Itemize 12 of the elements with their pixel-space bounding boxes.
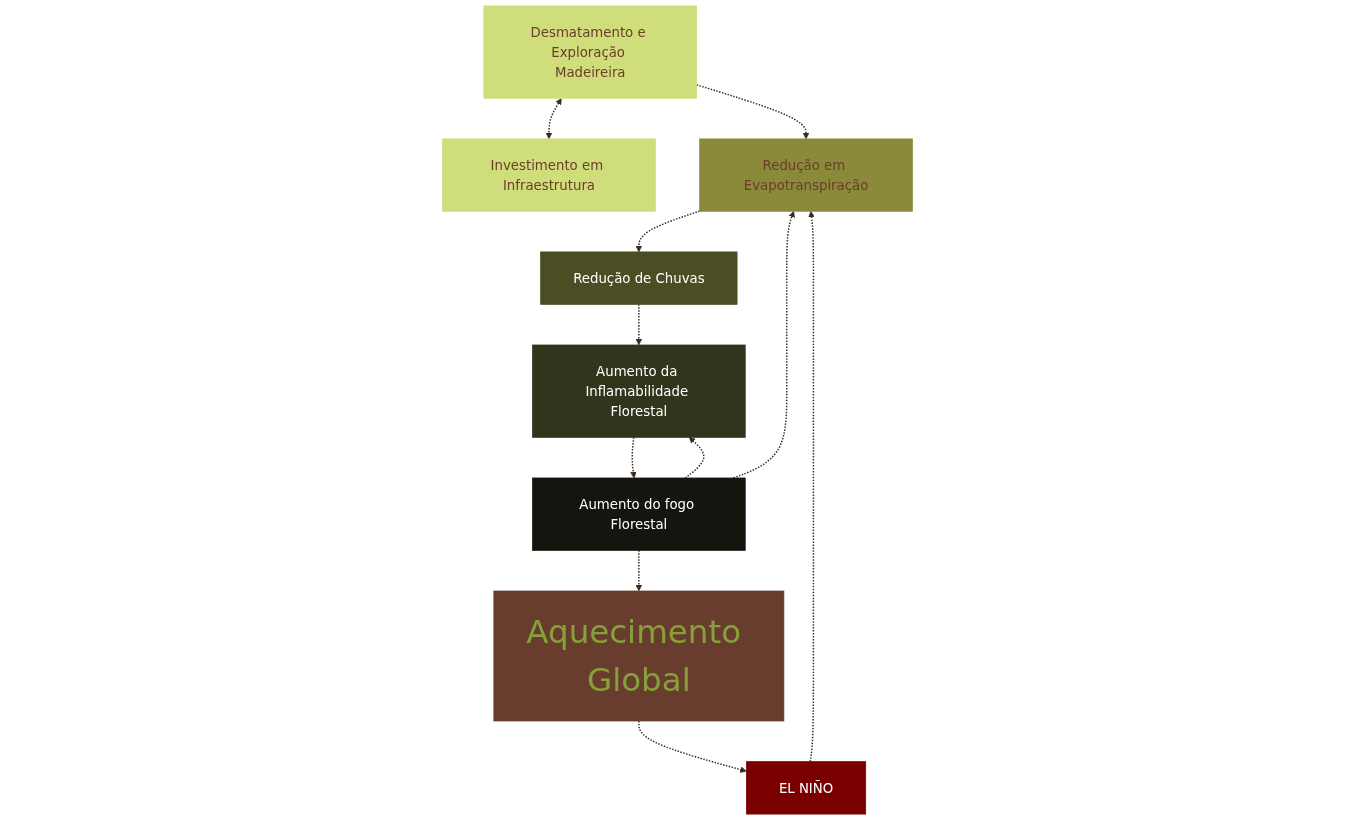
node-box: Aumento do fogo Florestal: [532, 477, 746, 551]
node-box: EL NIÑO: [746, 761, 867, 815]
arrow: [695, 84, 810, 140]
node-box: Desmatamento e Exploração Madeireira: [483, 5, 697, 99]
arrow: [545, 98, 562, 140]
node-box: Investimento em Infraestrutura: [442, 138, 656, 212]
arrow: [635, 210, 701, 253]
node-box: Aquecimento Global: [493, 590, 785, 722]
arrow: [684, 437, 705, 479]
node-box: Redução de Chuvas: [540, 251, 738, 305]
node-box: Redução em Evapotranspiração: [699, 138, 913, 212]
node-box: Aumento da Inflamabilidade Florestal: [532, 344, 746, 438]
